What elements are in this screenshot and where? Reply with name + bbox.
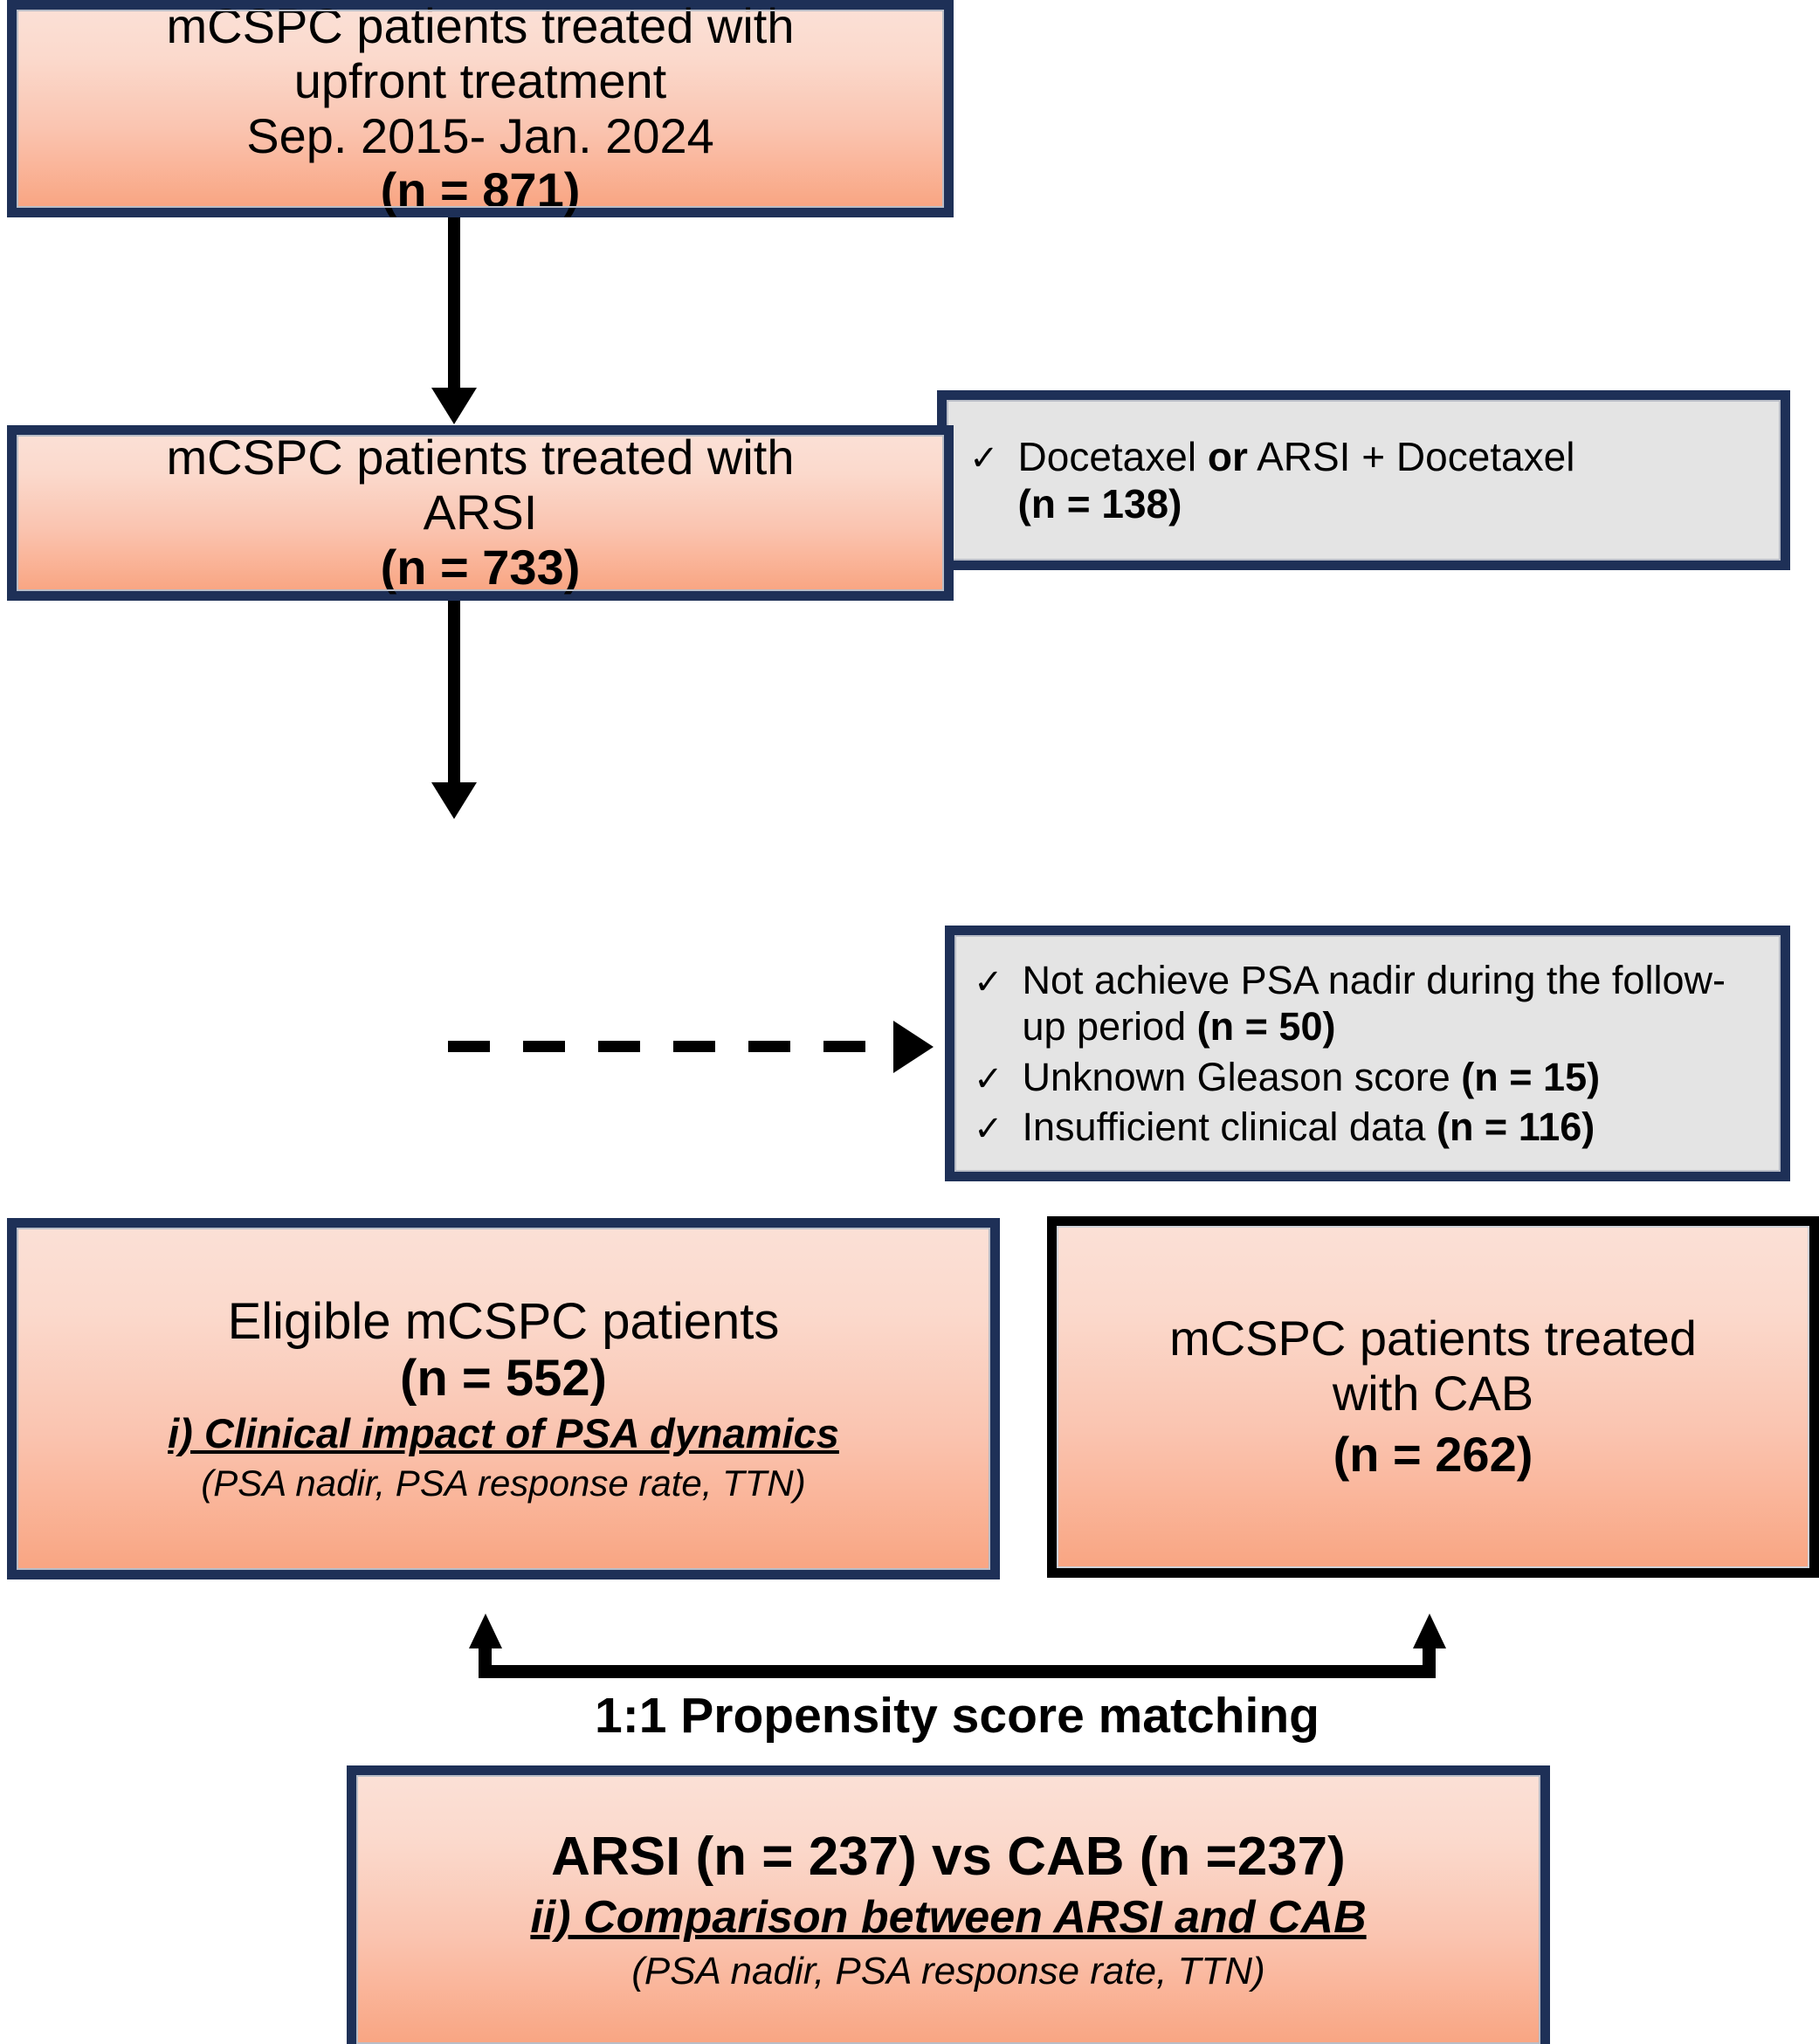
exclusion-2-text-1-a: Unknown Gleason score bbox=[1022, 1054, 1462, 1099]
matching-label: 1:1 Propensity score matching bbox=[595, 1688, 1319, 1744]
check-icon: ✓ bbox=[974, 1059, 1003, 1098]
matched-line1: ARSI (n = 237) vs CAB (n =237) bbox=[551, 1826, 1346, 1887]
cohort-all-line1: mCSPC patients treated with bbox=[166, 0, 795, 54]
exclusion-item: ✓ Unknown Gleason score (n = 15) bbox=[974, 1054, 1761, 1100]
check-icon: ✓ bbox=[974, 963, 1003, 1002]
matching-arrow-right bbox=[1413, 1614, 1446, 1648]
cohort-all-count: (n = 871) bbox=[380, 162, 581, 218]
exclusion-item: ✓ Not achieve PSA nadir during the follo… bbox=[974, 957, 1761, 1050]
exclusion-2-count-0: (n = 50) bbox=[1196, 1004, 1336, 1050]
matching-arrow-left bbox=[469, 1614, 502, 1648]
cab-line2: with CAB bbox=[1332, 1365, 1534, 1421]
exclusion-item: ✓ Insufficient clinical data (n = 116) bbox=[974, 1104, 1761, 1150]
cohort-all-line2: upfront treatment bbox=[293, 52, 667, 108]
exclusion-box-1: ✓ Docetaxel or ARSI + Docetaxel (n = 138… bbox=[937, 390, 1790, 570]
exclusion-1-count: (n = 138) bbox=[1017, 481, 1182, 526]
exclusion-2-text-2-a: Insufficient clinical data bbox=[1022, 1104, 1437, 1149]
matched-endpoints: (PSA nadir, PSA response rate, TTN) bbox=[631, 1950, 1265, 1993]
check-icon: ✓ bbox=[974, 1109, 1003, 1148]
exclusion-2-text-0-a: Not achieve PSA nadir during the follow-… bbox=[1022, 958, 1726, 1050]
cab-line1: mCSPC patients treated bbox=[1169, 1310, 1697, 1366]
node-matched: ARSI (n = 237) vs CAB (n =237) ii) Compa… bbox=[347, 1765, 1550, 2044]
node-cohort-all: mCSPC patients treated with upfront trea… bbox=[7, 0, 954, 217]
exclusion-2-text-1: Unknown Gleason score (n = 15) bbox=[1023, 1054, 1761, 1100]
exclusion-1-text: Docetaxel or ARSI + Docetaxel bbox=[1018, 433, 1758, 480]
matching-line-horizontal bbox=[479, 1665, 1436, 1678]
eligible-line1: Eligible mCSPC patients bbox=[227, 1293, 780, 1351]
cohort-arsi-count: (n = 733) bbox=[380, 539, 581, 595]
exclusion-1-text-or: or bbox=[1207, 433, 1248, 479]
exclusion-item: ✓ Docetaxel or ARSI + Docetaxel (n = 138… bbox=[969, 433, 1758, 528]
exclusion-1-text-a: Docetaxel bbox=[1017, 433, 1208, 479]
exclusion-1-text-b: ARSI + Docetaxel bbox=[1247, 433, 1575, 479]
cohort-arsi-line1: mCSPC patients treated with bbox=[166, 430, 795, 485]
eligible-aim: i) Clinical impact of PSA dynamics bbox=[168, 1410, 839, 1457]
connector-line-2 bbox=[448, 601, 460, 782]
cohort-arsi-line2: ARSI bbox=[423, 485, 538, 540]
cab-count: (n = 262) bbox=[1333, 1427, 1533, 1483]
node-cab: mCSPC patients treated with CAB (n = 262… bbox=[1047, 1216, 1819, 1578]
matched-aim: ii) Comparison between ARSI and CAB bbox=[530, 1891, 1367, 1943]
exclusion-box-2: ✓ Not achieve PSA nadir during the follo… bbox=[945, 926, 1790, 1181]
node-eligible: Eligible mCSPC patients (n = 552) i) Cli… bbox=[7, 1218, 1000, 1579]
connector-arrow-1 bbox=[431, 388, 477, 424]
eligible-count: (n = 552) bbox=[400, 1350, 607, 1407]
cohort-all-line3: Sep. 2015- Jan. 2024 bbox=[246, 107, 714, 163]
check-icon: ✓ bbox=[969, 438, 999, 478]
exclusion-2-count-1: (n = 15) bbox=[1461, 1054, 1601, 1099]
eligible-endpoints: (PSA nadir, PSA response rate, TTN) bbox=[201, 1462, 806, 1504]
exclusion-2-text-0: Not achieve PSA nadir during the follow-… bbox=[1023, 957, 1761, 1050]
connector-line-1 bbox=[448, 217, 460, 388]
exclusion-2-text-2: Insufficient clinical data (n = 116) bbox=[1023, 1104, 1761, 1150]
connector-dashed-2 bbox=[448, 1041, 893, 1052]
connector-arrow-2 bbox=[431, 782, 477, 819]
exclusion-2-count-2: (n = 116) bbox=[1436, 1104, 1595, 1149]
connector-dashed-arrow-2 bbox=[893, 1021, 934, 1073]
node-cohort-arsi: mCSPC patients treated with ARSI (n = 73… bbox=[7, 425, 954, 601]
